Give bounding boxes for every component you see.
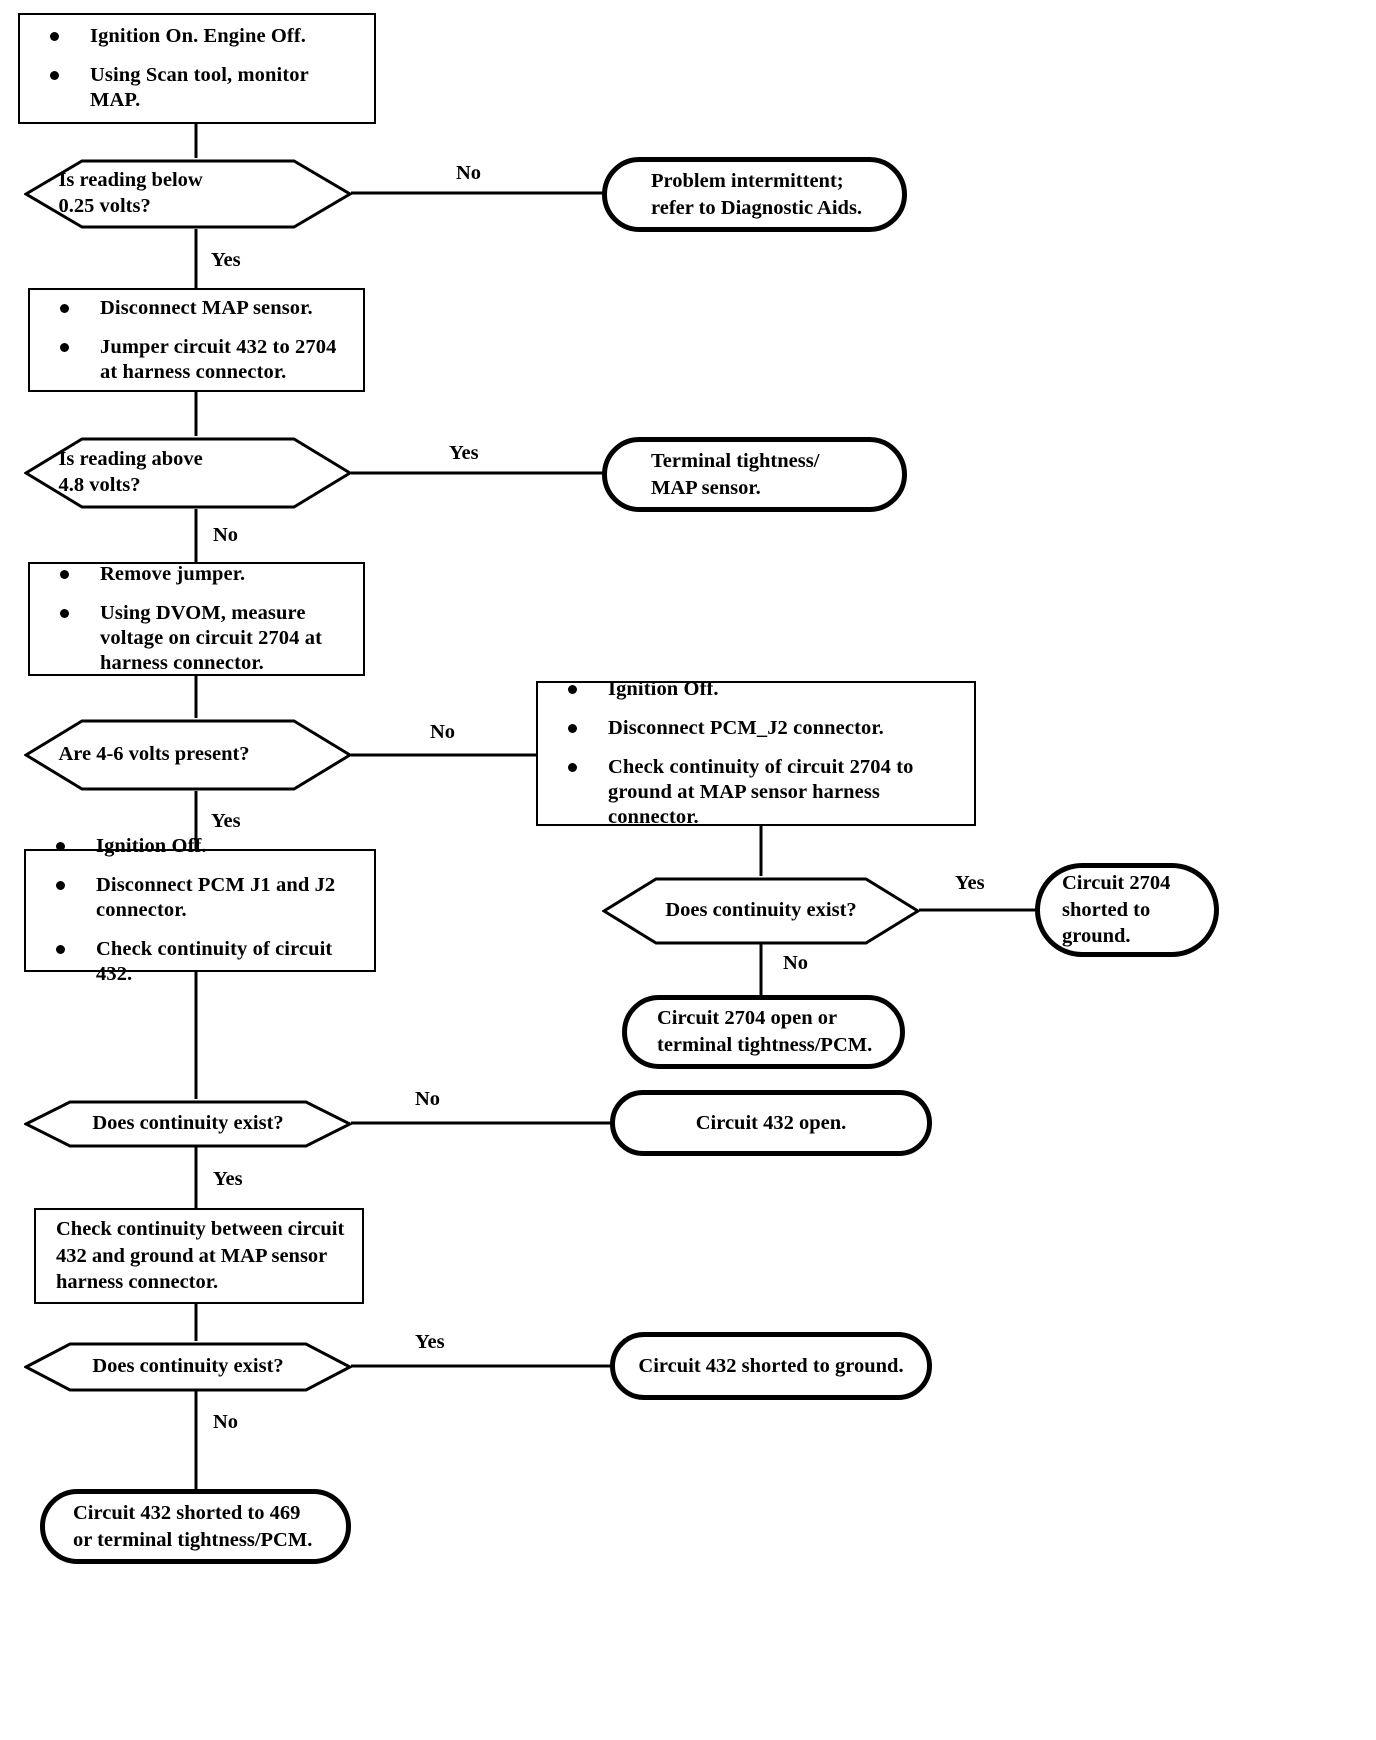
result-2-line-1: Terminal tightness/ (651, 449, 820, 472)
terminator-circuit-432-shorted-to-469: Circuit 432 shorted to 469 or terminal t… (40, 1489, 351, 1564)
step-1-bullet-2: Using Scan tool, monitor MAP. (32, 63, 362, 113)
process-step-2: Disconnect MAP sensor. Jumper circuit 43… (28, 288, 365, 392)
decision-5-text: Does continuity exist? (24, 1111, 352, 1137)
result-1-line-2: refer to Diagnostic Aids. (651, 196, 863, 219)
process-step-4: Ignition Off. Disconnect PCM_J2 connecto… (536, 678, 976, 828)
step-5-bullet-2: Disconnect PCM J1 and J2 connector. (38, 873, 362, 923)
edge-label-d4-yes: Yes (955, 872, 985, 894)
result-6-line-1: Circuit 432 shorted to ground. (638, 1354, 904, 1377)
terminator-circuit-432-shorted-to-ground: Circuit 432 shorted to ground. (610, 1332, 932, 1400)
result-3-line-3: ground. (1062, 925, 1131, 948)
edge-label-d6-yes: Yes (415, 1331, 445, 1353)
result-3-line-2: shorted to (1062, 898, 1151, 921)
step-5-bullet-3: Check continuity of circuit 432. (38, 937, 362, 987)
edge-label-d4-no: No (783, 952, 809, 974)
edge-label-d2-yes: Yes (449, 442, 479, 464)
edge-label-d5-no: No (415, 1088, 441, 1110)
edge-label-d2-no: No (213, 524, 239, 546)
decision-1-text: Is reading below 0.25 volts? (24, 168, 352, 219)
decision-4-text: Does continuity exist? (602, 898, 920, 924)
edge-label-d3-yes: Yes (211, 810, 241, 832)
decision-2-line-2: 4.8 volts? (58, 474, 141, 496)
result-5-line-1: Circuit 432 open. (695, 1111, 847, 1134)
result-7-line-1: Circuit 432 shorted to 469 (73, 1501, 301, 1524)
result-4-line-1: Circuit 2704 open or (657, 1007, 838, 1030)
result-5-text: Circuit 432 open. (615, 1110, 927, 1137)
terminator-problem-intermittent: Problem intermittent; refer to Diagnosti… (602, 157, 907, 232)
decision-is-reading-below-0-25-volts: Is reading below 0.25 volts? (24, 158, 352, 230)
edge-label-d6-no: No (213, 1411, 239, 1433)
decision-is-reading-above-4-8-volts: Is reading above 4.8 volts? (24, 436, 352, 510)
step-2-bullet-1: Disconnect MAP sensor. (42, 296, 351, 321)
hexagon-shape (24, 159, 352, 229)
decision-6-line-1: Does continuity exist? (92, 1355, 284, 1378)
decision-4-line-1: Does continuity exist? (665, 899, 857, 922)
terminator-terminal-tightness-map-sensor: Terminal tightness/ MAP sensor. (602, 437, 907, 512)
step-1-bullet-1: Ignition On. Engine Off. (32, 24, 362, 49)
decision-does-continuity-exist-432-ground: Does continuity exist? (24, 1341, 352, 1393)
decision-2-text: Is reading above 4.8 volts? (24, 447, 352, 498)
step-3-bullet-list: Remove jumper. Using DVOM, measure volta… (42, 562, 351, 676)
step-4-bullet-list: Ignition Off. Disconnect PCM_J2 connecto… (550, 677, 962, 830)
terminator-circuit-432-open: Circuit 432 open. (610, 1090, 932, 1156)
decision-are-4-6-volts-present: Are 4-6 volts present? (24, 718, 352, 792)
process-step-1: Ignition On. Engine Off. Using Scan tool… (18, 13, 376, 124)
hexagon-shape (24, 1100, 352, 1148)
terminator-circuit-2704-open-or-terminal-tightness: Circuit 2704 open or terminal tightness/… (622, 995, 905, 1069)
decision-6-text: Does continuity exist? (24, 1354, 352, 1380)
result-7-text: Circuit 432 shorted to 469 or terminal t… (45, 1500, 330, 1553)
step-5-bullet-1: Ignition Off. (38, 834, 362, 859)
step-4-bullet-3: Check continuity of circuit 2704 to grou… (550, 755, 962, 830)
decision-2-line-1: Is reading above (58, 448, 203, 471)
step-3-bullet-1: Remove jumper. (42, 562, 351, 587)
result-6-text: Circuit 432 shorted to ground. (615, 1353, 927, 1380)
result-4-text: Circuit 2704 open or terminal tightness/… (627, 1005, 890, 1058)
decision-1-line-2: 0.25 volts? (58, 195, 151, 217)
decision-does-continuity-exist-432: Does continuity exist? (24, 1099, 352, 1149)
step-6-text: Check continuity between circuit 432 and… (56, 1218, 345, 1294)
decision-1-line-1: Is reading below (58, 169, 203, 192)
decision-5-line-1: Does continuity exist? (92, 1112, 284, 1135)
edge-label-d5-yes: Yes (213, 1168, 243, 1190)
step-2-bullet-2: Jumper circuit 432 to 2704 at harness co… (42, 335, 351, 385)
edge-label-d1-yes: Yes (211, 249, 241, 271)
step-3-bullet-2: Using DVOM, measure voltage on circuit 2… (42, 601, 351, 676)
result-2-line-2: MAP sensor. (651, 476, 761, 499)
result-3-text: Circuit 2704 shorted to ground. (1040, 870, 1214, 950)
hexagon-shape (24, 719, 352, 791)
process-step-3: Remove jumper. Using DVOM, measure volta… (28, 562, 365, 676)
process-step-5: Ignition Off. Disconnect PCM J1 and J2 c… (24, 835, 376, 985)
hexagon-shape (24, 1342, 352, 1392)
step-2-bullet-list: Disconnect MAP sensor. Jumper circuit 43… (42, 296, 351, 385)
terminator-circuit-2704-shorted-to-ground: Circuit 2704 shorted to ground. (1035, 863, 1219, 957)
result-2-text: Terminal tightness/ MAP sensor. (607, 448, 837, 501)
decision-3-line-1: Are 4-6 volts present? (58, 743, 250, 766)
edge-label-d1-no: No (456, 162, 482, 184)
hexagon-shape (24, 437, 352, 509)
result-1-text: Problem intermittent; refer to Diagnosti… (607, 168, 880, 221)
hexagon-shape (602, 877, 920, 945)
step-1-bullet-list: Ignition On. Engine Off. Using Scan tool… (32, 24, 362, 113)
step-4-bullet-2: Disconnect PCM_J2 connector. (550, 716, 962, 741)
process-step-6: Check continuity between circuit 432 and… (34, 1208, 364, 1304)
step-5-bullet-list: Ignition Off. Disconnect PCM J1 and J2 c… (38, 834, 362, 987)
edge-label-d3-no: No (430, 721, 456, 743)
step-4-bullet-1: Ignition Off. (550, 677, 962, 702)
result-1-line-1: Problem intermittent; (651, 169, 844, 192)
decision-does-continuity-exist-2704: Does continuity exist? (602, 876, 920, 946)
result-3-line-1: Circuit 2704 (1062, 872, 1171, 895)
result-7-line-2: or terminal tightness/PCM. (73, 1528, 313, 1551)
decision-3-text: Are 4-6 volts present? (24, 742, 352, 768)
result-4-line-2: terminal tightness/PCM. (657, 1034, 873, 1056)
